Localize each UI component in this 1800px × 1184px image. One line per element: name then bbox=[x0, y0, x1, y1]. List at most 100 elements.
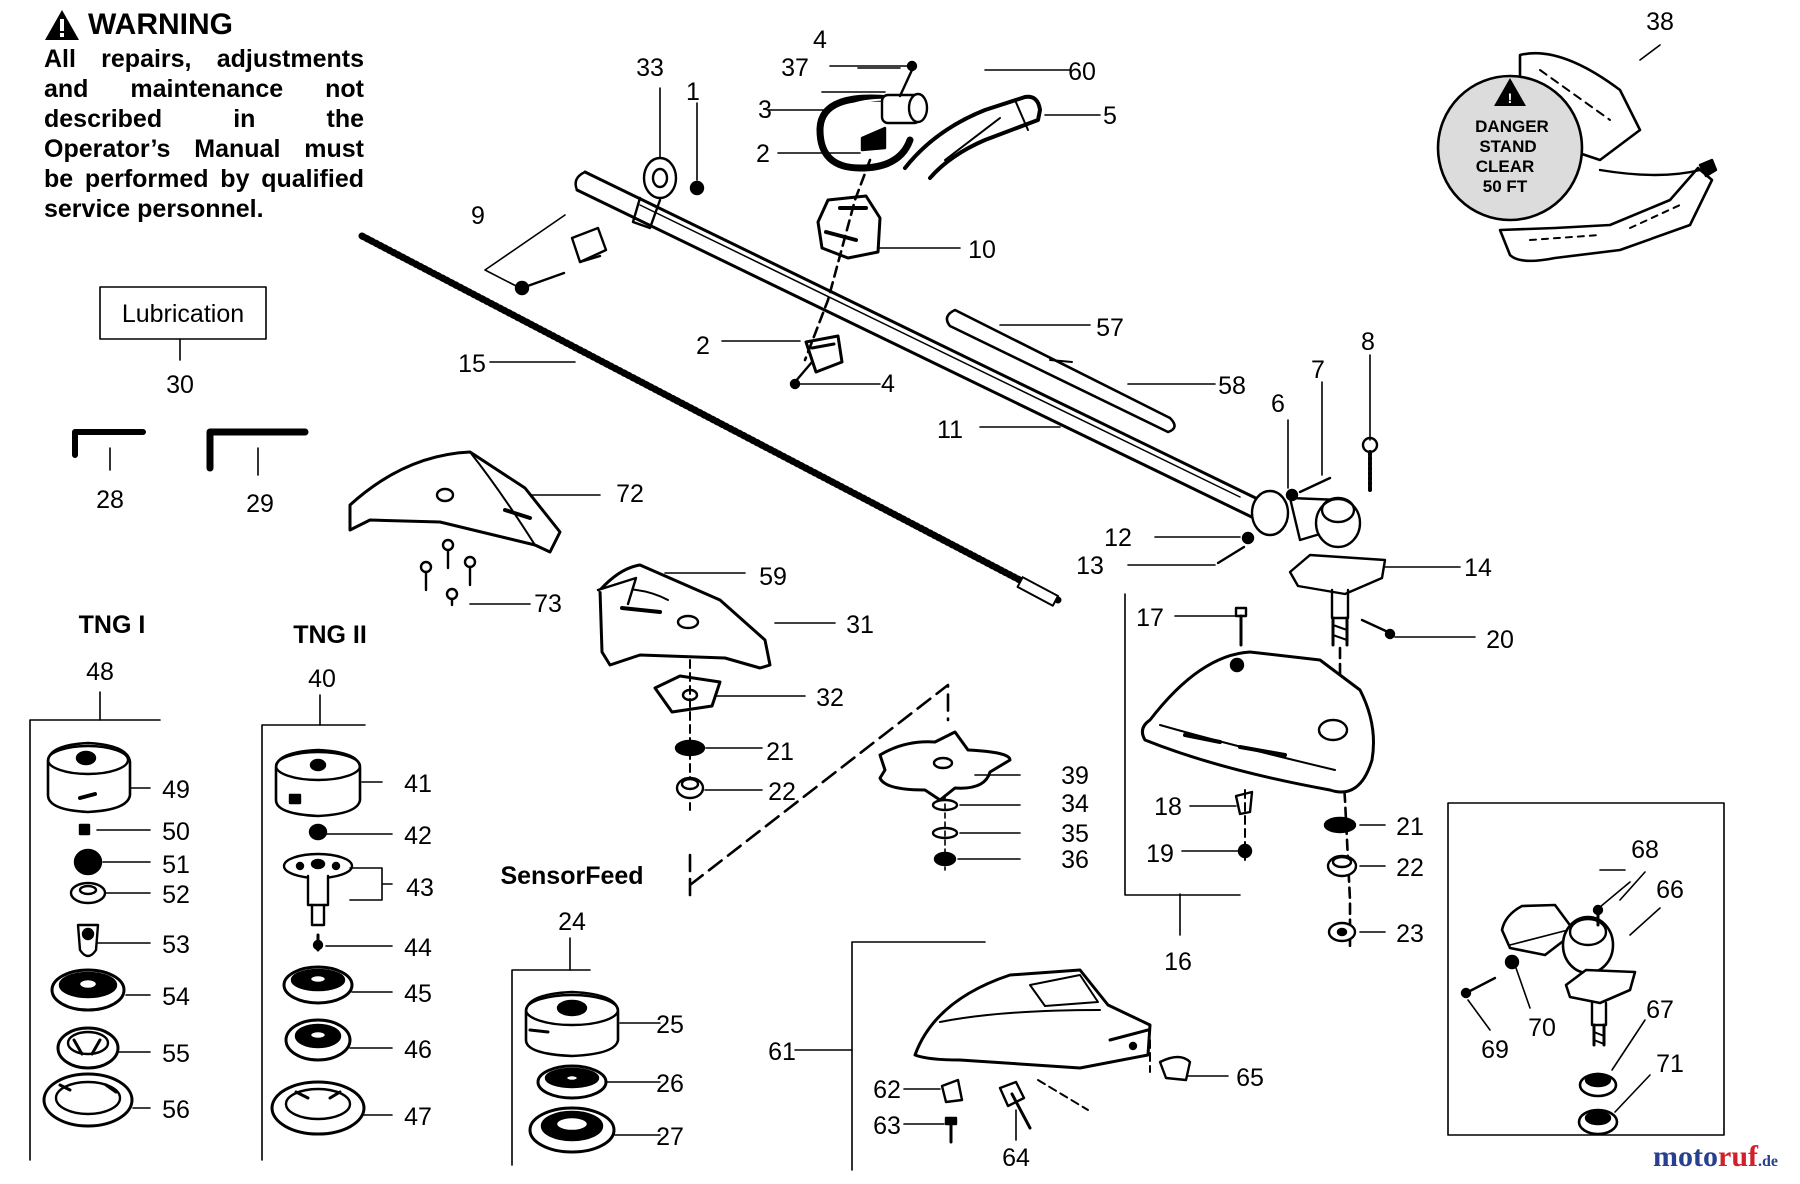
callout-44: 44 bbox=[404, 934, 432, 962]
screw-63 bbox=[944, 1116, 958, 1144]
tng1-title: TNG I bbox=[79, 611, 146, 639]
clip-65 bbox=[1158, 1055, 1192, 1082]
bracket-24 bbox=[511, 969, 591, 1166]
callout-68: 68 bbox=[1631, 836, 1659, 864]
callout-67: 67 bbox=[1646, 996, 1674, 1024]
clamp-screw-knob bbox=[514, 226, 608, 296]
callout-40: 40 bbox=[308, 665, 336, 693]
washer-stack-right bbox=[1323, 816, 1358, 943]
callout-2-2: 2 bbox=[696, 332, 710, 360]
callout-2: 2 bbox=[756, 140, 770, 168]
callout-39: 39 bbox=[1061, 762, 1089, 790]
screw-68 bbox=[1592, 904, 1604, 927]
callout-13: 13 bbox=[1076, 552, 1104, 580]
callout-30: 30 bbox=[166, 371, 194, 399]
callout-59: 59 bbox=[759, 563, 787, 591]
handle-clamp-10 bbox=[816, 194, 882, 260]
callout-10: 10 bbox=[968, 236, 996, 264]
sensorfeed-title: SensorFeed bbox=[500, 862, 643, 890]
screw-12-13 bbox=[1216, 531, 1255, 565]
cutter-62 bbox=[940, 1078, 964, 1104]
callout-27: 27 bbox=[656, 1123, 684, 1151]
hex-key-28 bbox=[72, 429, 146, 458]
callout-54: 54 bbox=[162, 983, 190, 1011]
callout-17: 17 bbox=[1136, 604, 1164, 632]
callout-47: 47 bbox=[404, 1103, 432, 1131]
callout-66: 66 bbox=[1656, 876, 1684, 904]
callout-34: 34 bbox=[1061, 790, 1089, 818]
callout-33: 33 bbox=[636, 54, 664, 82]
lubrication-box bbox=[99, 286, 267, 340]
callout-7: 7 bbox=[1311, 356, 1325, 384]
callout-28: 28 bbox=[96, 486, 124, 514]
leader-lines bbox=[96, 44, 1661, 1141]
callout-55: 55 bbox=[162, 1040, 190, 1068]
lubrication-title: Lubrication bbox=[122, 300, 244, 328]
screw-17 bbox=[1234, 606, 1248, 647]
cutting-blade-39 bbox=[878, 730, 1012, 802]
callout-49: 49 bbox=[162, 776, 190, 804]
warning-notice: WARNING All repairs, adjustments and mai… bbox=[44, 8, 364, 224]
callout-72: 72 bbox=[616, 480, 644, 508]
svg-text:DANGER: DANGER bbox=[1475, 117, 1549, 136]
handle-assembly-line bbox=[803, 158, 872, 362]
shaft-grip-sleeve bbox=[945, 308, 1176, 434]
callout-24: 24 bbox=[558, 908, 586, 936]
callout-31: 31 bbox=[846, 611, 874, 639]
callout-18: 18 bbox=[1154, 793, 1182, 821]
blade-guard-31 bbox=[596, 563, 772, 670]
shaft-clamp bbox=[631, 156, 705, 230]
callout-56: 56 bbox=[162, 1096, 190, 1124]
bracket-48 bbox=[29, 719, 161, 1161]
callout-5: 5 bbox=[1103, 102, 1117, 130]
callout-15: 15 bbox=[458, 350, 486, 378]
shield-61 bbox=[913, 968, 1152, 1070]
callout-12: 12 bbox=[1104, 524, 1132, 552]
callout-6: 6 bbox=[1271, 390, 1285, 418]
callout-73: 73 bbox=[534, 590, 562, 618]
callout-70: 70 bbox=[1528, 1014, 1556, 1042]
callout-16: 16 bbox=[1164, 948, 1192, 976]
decal-text: DANGER STAND CLEAR 50 FT bbox=[1475, 117, 1549, 196]
warning-text: All repairs, adjustments and maintenance… bbox=[44, 45, 364, 223]
callout-64: 64 bbox=[1002, 1144, 1030, 1172]
screws-73 bbox=[419, 538, 477, 607]
callout-26: 26 bbox=[656, 1070, 684, 1098]
callout-9: 9 bbox=[471, 202, 485, 230]
callout-52: 52 bbox=[162, 881, 190, 909]
tng2-title: TNG II bbox=[293, 621, 367, 649]
callout-45: 45 bbox=[404, 980, 432, 1008]
hex-key-29 bbox=[206, 428, 309, 472]
callout-69: 69 bbox=[1481, 1036, 1509, 1064]
callout-38: 38 bbox=[1646, 8, 1674, 36]
svg-text:CLEAR: CLEAR bbox=[1476, 157, 1535, 176]
callout-21-2: 21 bbox=[1396, 813, 1424, 841]
callout-53: 53 bbox=[162, 931, 190, 959]
callout-35: 35 bbox=[1061, 820, 1089, 848]
flex-drive-cable bbox=[358, 232, 1062, 607]
blade-assembly-dashline bbox=[688, 683, 950, 897]
warning-triangle-icon bbox=[1494, 78, 1526, 106]
adapter-plate-32 bbox=[653, 674, 722, 714]
callout-19: 19 bbox=[1146, 840, 1174, 868]
screw-69-washer-70 bbox=[1460, 954, 1520, 999]
callout-42: 42 bbox=[404, 822, 432, 850]
callout-8: 8 bbox=[1361, 328, 1375, 356]
trimmer-shield-16 bbox=[1140, 650, 1375, 794]
danger-decal bbox=[1436, 74, 1584, 222]
callout-58: 58 bbox=[1218, 372, 1246, 400]
callout-25: 25 bbox=[656, 1011, 684, 1039]
callout-4: 4 bbox=[813, 26, 827, 54]
leader-9-bracket bbox=[484, 214, 566, 289]
handle-clamp-lower bbox=[789, 334, 844, 390]
callout-41: 41 bbox=[404, 770, 432, 798]
callout-22: 22 bbox=[768, 778, 796, 806]
bracket-43 bbox=[349, 867, 393, 901]
screw-7-washer-6 bbox=[1285, 476, 1332, 502]
callout-65: 65 bbox=[1236, 1064, 1264, 1092]
callout-57: 57 bbox=[1096, 314, 1124, 342]
callout-71: 71 bbox=[1656, 1050, 1684, 1078]
tng2-parts bbox=[270, 748, 366, 1136]
callout-32: 32 bbox=[816, 684, 844, 712]
